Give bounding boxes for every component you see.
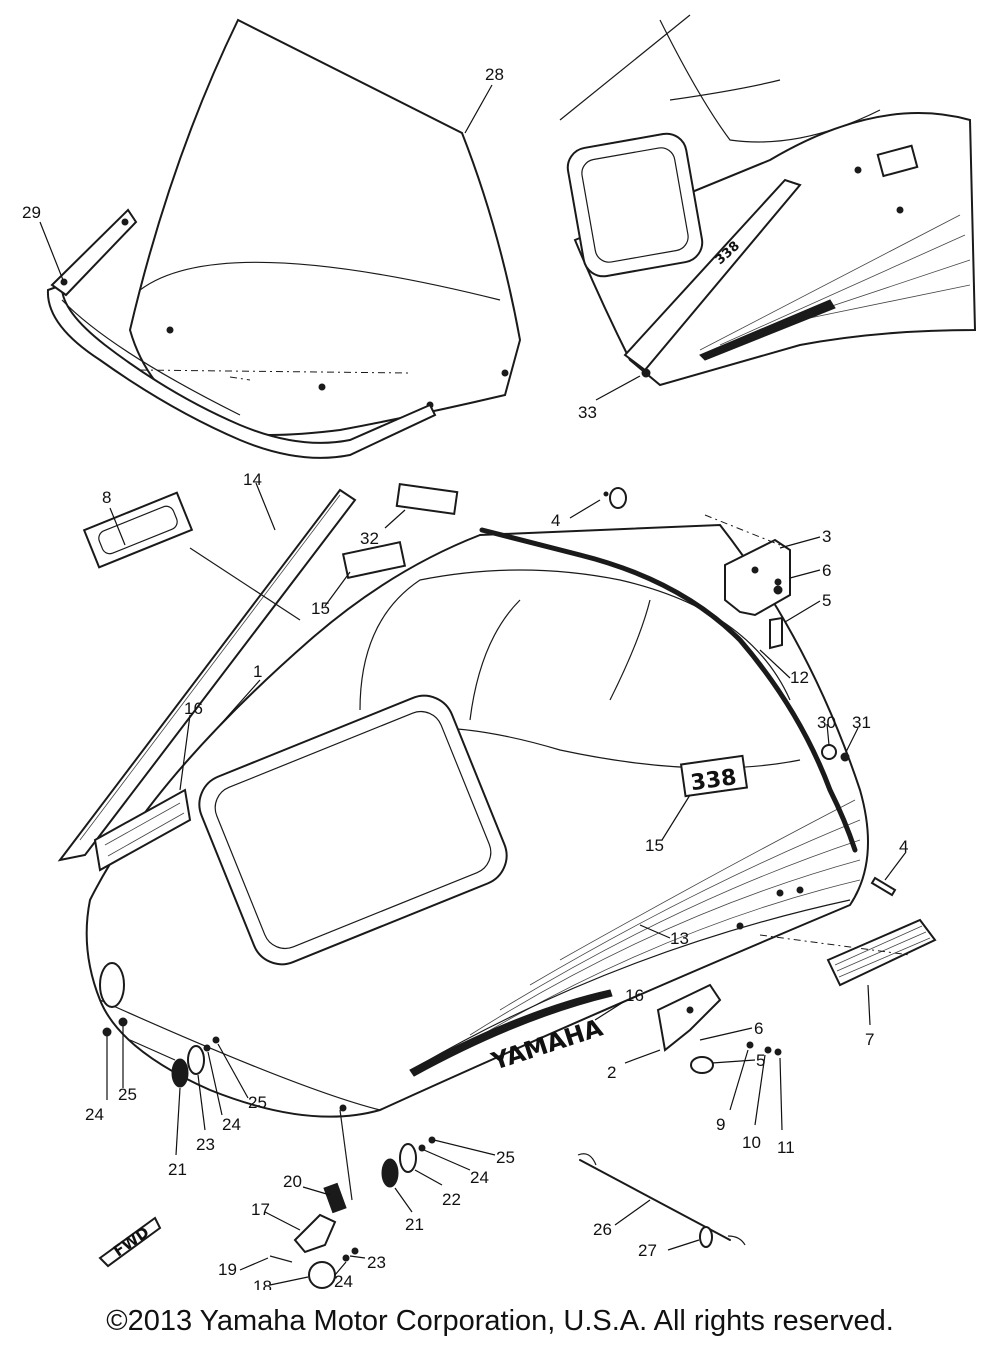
callout-21b: 21 <box>405 1215 424 1234</box>
callout-9: 9 <box>716 1115 725 1134</box>
callout-16: 16 <box>184 699 203 718</box>
callout-8: 8 <box>102 488 111 507</box>
callout-25b: 25 <box>248 1093 267 1112</box>
callout-28: 28 <box>485 65 504 84</box>
hinge-lower <box>656 983 782 1074</box>
callout-7: 7 <box>865 1030 874 1049</box>
callout-23b: 23 <box>367 1253 386 1272</box>
windshield <box>128 18 522 436</box>
copyright-notice: ©2013 Yamaha Motor Corporation, U.S.A. A… <box>106 1305 894 1337</box>
callout-32: 32 <box>360 529 379 548</box>
callout-19: 19 <box>218 1260 237 1279</box>
rear-view-inset: 338 <box>559 14 977 387</box>
callout-17: 17 <box>251 1200 270 1219</box>
callout-5b: 5 <box>756 1051 765 1070</box>
callout-5: 5 <box>822 591 831 610</box>
callout-11: 11 <box>777 1138 795 1157</box>
model-decal-small <box>341 541 407 579</box>
callout-12: 12 <box>790 668 809 687</box>
callout-22: 22 <box>442 1190 461 1209</box>
callout-25: 25 <box>118 1085 137 1104</box>
hood: YAMAHA <box>85 523 869 1118</box>
callout-24: 24 <box>85 1105 104 1124</box>
callout-27: 27 <box>638 1241 657 1260</box>
callout-4: 4 <box>551 511 560 530</box>
prop-rod <box>577 1153 746 1248</box>
callout-20: 20 <box>283 1172 302 1191</box>
latch-assembly <box>102 1017 436 1289</box>
callout-6b: 6 <box>754 1019 763 1038</box>
parts-diagram: 338 YAMAHA <box>22 14 977 1290</box>
side-strip <box>57 488 357 862</box>
callout-33: 33 <box>578 403 597 422</box>
callouts: 1 2 3 4 4 5 5 6 6 7 8 9 10 11 12 13 14 <box>22 65 908 1290</box>
callout-26: 26 <box>593 1220 612 1239</box>
callout-4b: 4 <box>899 837 908 856</box>
callout-24c: 24 <box>470 1168 489 1187</box>
rear-grill <box>759 918 937 987</box>
windshield-trim <box>46 208 437 459</box>
callout-25c: 25 <box>496 1148 515 1167</box>
callout-16b: 16 <box>625 986 644 1005</box>
hinge-upper <box>704 514 791 650</box>
callout-13: 13 <box>670 929 689 948</box>
callout-15: 15 <box>311 599 330 618</box>
callout-10: 10 <box>742 1133 761 1152</box>
callout-23: 23 <box>196 1135 215 1154</box>
fasteners <box>603 487 897 897</box>
callout-24b: 24 <box>222 1115 241 1134</box>
callout-21: 21 <box>168 1160 187 1179</box>
callout-3: 3 <box>822 527 831 546</box>
callout-29: 29 <box>22 203 41 222</box>
name-plate <box>82 491 301 621</box>
callout-15b: 15 <box>645 836 664 855</box>
callout-31: 31 <box>852 713 871 732</box>
badge-plate <box>395 482 459 516</box>
callout-30: 30 <box>817 713 836 732</box>
trim-strip-upper <box>479 527 858 853</box>
callout-18: 18 <box>253 1277 272 1290</box>
side-decal <box>93 788 192 872</box>
callout-14: 14 <box>243 470 262 489</box>
trim-strip-lower <box>419 899 851 1066</box>
callout-1: 1 <box>253 662 262 681</box>
callout-24d: 24 <box>334 1272 353 1290</box>
fwd-arrow-decal: FWD <box>98 1216 162 1268</box>
callout-6: 6 <box>822 561 831 580</box>
callout-2: 2 <box>607 1063 616 1082</box>
